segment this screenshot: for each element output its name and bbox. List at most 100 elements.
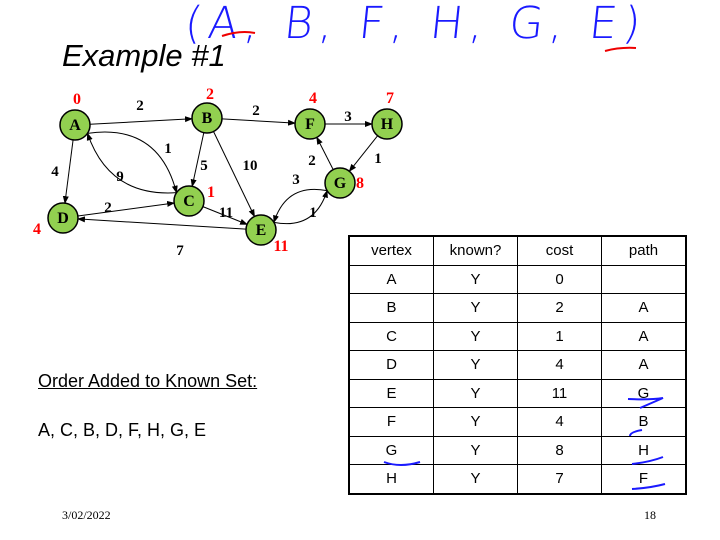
table-cell: 4 <box>517 407 602 437</box>
edge-weight: 1 <box>309 205 317 221</box>
table-cell: B <box>348 293 434 323</box>
edge-weight: 11 <box>219 205 233 221</box>
table-cell: 11 <box>517 378 602 408</box>
table-cell: Y <box>433 407 518 437</box>
edge-weight: 1 <box>164 141 172 157</box>
slide-title: Example #1 <box>62 38 226 73</box>
edge-A-D <box>62 139 74 205</box>
edge-weight: 2 <box>136 98 144 114</box>
table-cell: A <box>601 293 687 323</box>
node-label: B <box>202 110 213 127</box>
edge-weight: 2 <box>308 153 316 169</box>
node-cost: 8 <box>356 175 364 192</box>
node-F <box>294 108 326 140</box>
table-cell: A <box>601 350 687 380</box>
node-label: E <box>256 222 267 239</box>
table-cell: C <box>348 321 434 351</box>
table-cell: Y <box>433 293 518 323</box>
table-cell: H <box>348 464 434 494</box>
table-cell <box>601 264 687 294</box>
table-cell: D <box>348 350 434 380</box>
edge-weight: 4 <box>51 164 59 180</box>
page-number: 18 <box>644 508 656 522</box>
edge-G-F <box>316 136 334 170</box>
node-label: G <box>334 175 347 192</box>
node-cost: 11 <box>273 238 288 255</box>
edge-C-E <box>202 206 249 225</box>
column-header: known? <box>433 235 518 266</box>
table-cell: G <box>348 435 434 465</box>
table-cell: H <box>601 435 687 465</box>
edge-E-G <box>273 189 328 224</box>
column-header: cost <box>517 235 602 266</box>
edge-D-C <box>77 200 176 217</box>
table-cell: 4 <box>517 350 602 380</box>
node-cost: 2 <box>206 86 214 103</box>
edge-G-E <box>273 189 328 224</box>
table-cell: 8 <box>517 435 602 465</box>
node-label: H <box>381 116 394 133</box>
table-cell: G <box>601 378 687 408</box>
node-cost: 1 <box>207 184 215 201</box>
edge-weight: 3 <box>292 172 300 188</box>
node-cost: 4 <box>33 221 41 238</box>
edge-H-G <box>348 135 379 173</box>
edge-weight: 2 <box>104 200 112 216</box>
edge-weight: 2 <box>252 103 260 119</box>
footer-date: 3/02/2022 <box>62 508 111 522</box>
node-C <box>173 185 205 217</box>
node-A <box>59 109 91 141</box>
table-cell: F <box>601 464 687 494</box>
order-value: A, C, B, D, F, H, G, E <box>38 420 207 440</box>
edge-weight: 1 <box>374 151 382 167</box>
node-cost: 0 <box>73 91 81 108</box>
edge-weight: 9 <box>116 169 124 185</box>
edge-C-A <box>86 132 177 194</box>
edge-weight: 5 <box>200 158 208 174</box>
table-cell: Y <box>433 435 518 465</box>
table-cell: A <box>348 264 434 294</box>
table-cell: A <box>601 321 687 351</box>
order-heading: Order Added to Known Set: <box>38 371 258 391</box>
edge-A-B <box>89 116 194 125</box>
table-cell: Y <box>433 264 518 294</box>
edge-A-C <box>87 131 178 194</box>
table-cell: Y <box>433 378 518 408</box>
node-label: F <box>305 116 315 133</box>
edge-weight: 10 <box>243 158 258 174</box>
node-cost: 4 <box>309 90 317 107</box>
node-label: A <box>69 117 81 134</box>
edge-B-F <box>221 118 297 126</box>
edge-weight: 3 <box>344 109 352 125</box>
edge-E-D <box>76 216 247 230</box>
table-cell: Y <box>433 350 518 380</box>
edge-B-E <box>213 131 255 218</box>
node-H <box>371 108 403 140</box>
node-G <box>324 167 356 199</box>
table-cell: 2 <box>517 293 602 323</box>
table-cell: Y <box>433 464 518 494</box>
node-B <box>191 102 223 134</box>
node-cost: 7 <box>386 90 394 107</box>
table-cell: E <box>348 378 434 408</box>
edge-weight: 7 <box>176 243 184 259</box>
node-label: D <box>57 210 69 227</box>
table-cell: B <box>601 407 687 437</box>
node-E <box>245 214 277 246</box>
table-cell: 0 <box>517 264 602 294</box>
table-cell: Y <box>433 321 518 351</box>
table-cell: 1 <box>517 321 602 351</box>
column-header: vertex <box>348 235 434 266</box>
table-cell: F <box>348 407 434 437</box>
